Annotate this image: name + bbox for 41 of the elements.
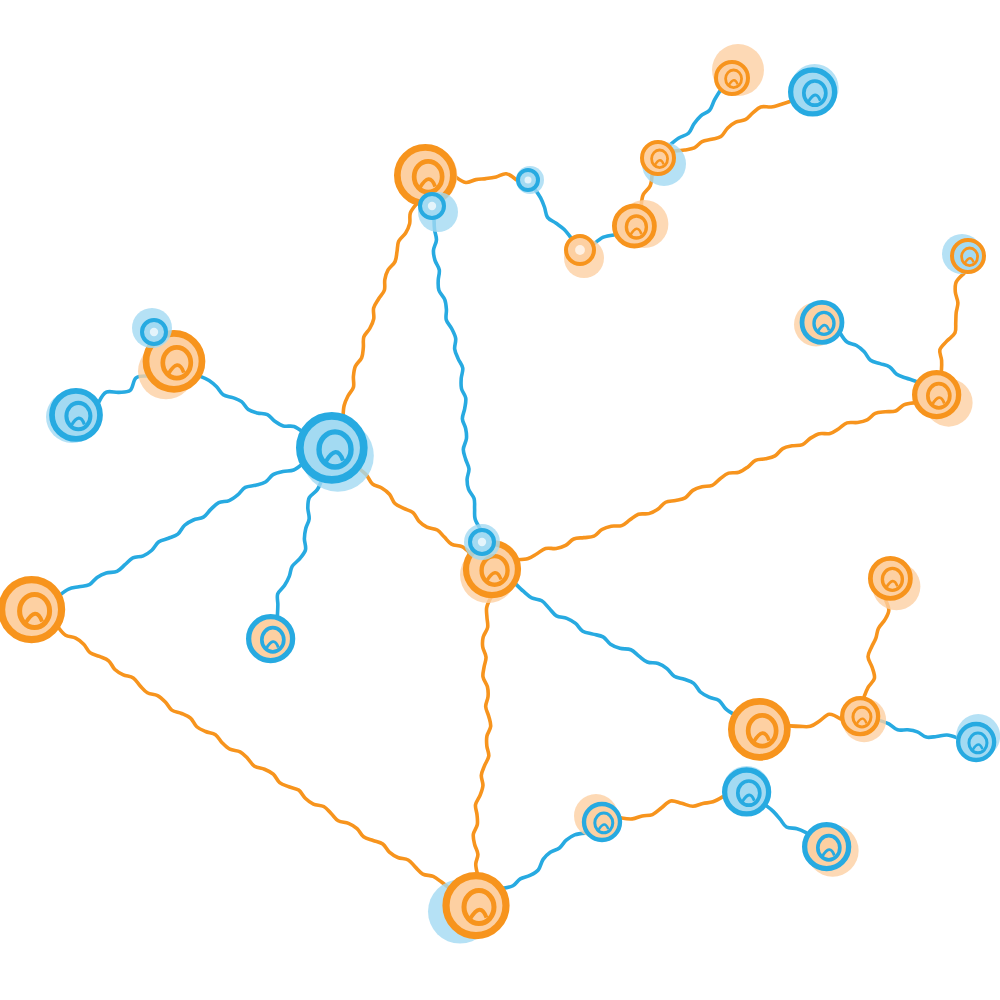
node-circle: [801, 821, 858, 876]
node-circle: [839, 695, 886, 742]
node-circle: [245, 613, 295, 663]
node-circle: [955, 714, 1000, 763]
connector-line: [514, 582, 737, 717]
node-circle: [46, 387, 103, 442]
node-circle: [428, 872, 510, 944]
node-circle: [867, 555, 920, 610]
node-circle: [721, 766, 771, 817]
connector-line: [516, 401, 916, 562]
node-circle: [564, 234, 604, 278]
node-circle: [464, 524, 500, 560]
connector-line: [592, 233, 616, 246]
node-circle: [942, 234, 986, 274]
node-circle: [132, 308, 172, 348]
node-circle: [794, 299, 845, 346]
connector-line: [764, 803, 808, 835]
connector-line: [58, 462, 304, 597]
connector-line: [341, 202, 418, 418]
node-circle: [418, 192, 458, 232]
connector-line: [198, 374, 304, 434]
node-circle: [640, 140, 686, 186]
node-circle: [574, 794, 623, 843]
node-circle: [712, 44, 764, 96]
node-circle: [138, 330, 206, 400]
connector-line: [500, 831, 588, 891]
node-circle: [787, 64, 838, 117]
node-circle: [296, 412, 374, 492]
node-circle: [611, 200, 668, 249]
node-circle: [911, 369, 972, 426]
connector-line: [668, 89, 722, 147]
connector-line: [454, 171, 518, 185]
connector-line: [619, 795, 725, 821]
connector-line: [838, 331, 918, 383]
connector-line: [533, 187, 573, 239]
node-circle: [394, 144, 458, 208]
connector-line: [787, 712, 842, 729]
node-circle: [460, 540, 522, 604]
connector-line: [937, 271, 966, 373]
node-circle: [516, 166, 544, 194]
node-circle: [728, 698, 792, 762]
